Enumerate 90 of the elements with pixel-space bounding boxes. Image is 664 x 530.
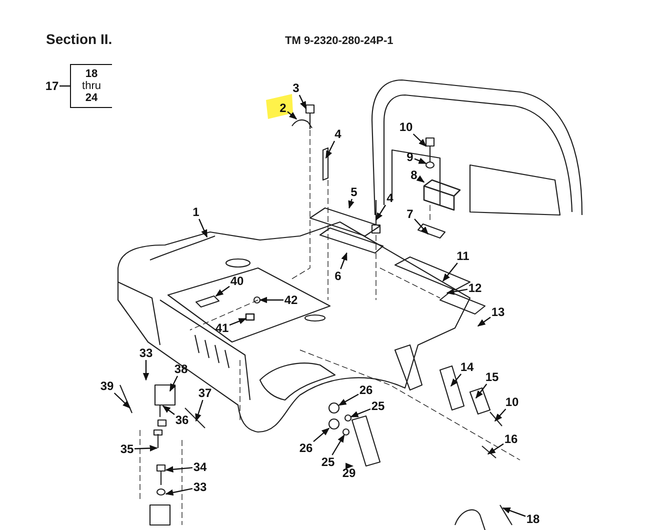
callout-number: 10 bbox=[504, 395, 520, 409]
callout-number: 26 bbox=[358, 383, 374, 397]
section-heading: Section II. bbox=[46, 32, 112, 48]
callout-number: 17 bbox=[44, 79, 60, 93]
callout-number: 35 bbox=[119, 442, 135, 456]
leader-line bbox=[325, 140, 336, 159]
connector-line bbox=[313, 428, 330, 442]
callout-number: 1 bbox=[192, 205, 200, 219]
callout-number: 14 bbox=[459, 360, 475, 374]
callout-number: 36 bbox=[174, 413, 190, 427]
hinge-plate bbox=[351, 415, 381, 467]
connector-line bbox=[350, 408, 371, 418]
callout-number: 34 bbox=[192, 460, 208, 474]
connector-line bbox=[416, 175, 425, 183]
hook-bracket bbox=[292, 119, 312, 128]
leader-line bbox=[195, 400, 204, 422]
callout-number: 42 bbox=[283, 293, 299, 307]
leader-line bbox=[477, 316, 491, 326]
connector-line bbox=[298, 94, 307, 110]
callout-number: 37 bbox=[197, 386, 213, 400]
callout-number: 40 bbox=[229, 274, 245, 288]
callout-number: 11 bbox=[456, 249, 470, 263]
leader-line bbox=[494, 408, 506, 422]
callout-number: 25 bbox=[370, 399, 386, 413]
part-range-bracket: 18 thru 24 bbox=[70, 64, 112, 108]
washer bbox=[328, 402, 340, 414]
callout-number: 10 bbox=[398, 120, 414, 134]
connector-line bbox=[338, 394, 359, 406]
callout-number: 29 bbox=[341, 466, 357, 480]
washer bbox=[328, 418, 340, 430]
connector-line bbox=[412, 134, 427, 147]
callout-number: 33 bbox=[138, 346, 154, 360]
bolt bbox=[425, 137, 435, 163]
connector-line bbox=[346, 462, 354, 469]
leader-line bbox=[165, 488, 193, 496]
mounting-plate bbox=[319, 227, 384, 254]
connector-line bbox=[287, 111, 298, 120]
washer bbox=[425, 161, 435, 169]
washer bbox=[344, 414, 352, 422]
leader-line bbox=[165, 466, 193, 473]
leader-line bbox=[476, 384, 488, 399]
leader-line bbox=[142, 360, 150, 381]
connector-line bbox=[259, 296, 284, 304]
callout-number: 4 bbox=[334, 127, 342, 141]
leader-line bbox=[134, 445, 158, 452]
connector-line bbox=[215, 286, 230, 296]
connector-line bbox=[60, 85, 70, 87]
leader-line bbox=[114, 392, 131, 409]
callout-number: 3 bbox=[292, 81, 300, 95]
callout-number: 7 bbox=[406, 207, 414, 221]
washer bbox=[253, 296, 261, 304]
spacer-block bbox=[423, 179, 461, 211]
callout-number: 39 bbox=[99, 379, 115, 393]
callout-number: 25 bbox=[320, 455, 336, 469]
callout-number: 6 bbox=[334, 269, 342, 283]
callout-number: 38 bbox=[173, 362, 189, 376]
callout-number: 9 bbox=[406, 150, 414, 164]
leader-line bbox=[446, 288, 468, 295]
leader-line bbox=[376, 204, 386, 221]
callout-number: 16 bbox=[503, 432, 519, 446]
leader-line bbox=[487, 443, 504, 454]
callout-number: 2 bbox=[278, 101, 288, 115]
leader-line bbox=[450, 374, 462, 387]
leader-line bbox=[442, 262, 458, 282]
mounting-plate bbox=[309, 207, 381, 237]
callout-number: 26 bbox=[298, 441, 314, 455]
callout-number: 8 bbox=[410, 168, 418, 182]
callout-number: 13 bbox=[490, 305, 506, 319]
callout-number: 18 bbox=[525, 512, 541, 526]
leader-line bbox=[414, 218, 429, 235]
callout-number: 12 bbox=[467, 281, 483, 295]
nut bbox=[245, 313, 255, 321]
leader-line bbox=[162, 406, 175, 415]
leader-line bbox=[198, 218, 208, 238]
connector-line bbox=[414, 158, 427, 164]
connector-line bbox=[348, 198, 354, 209]
callout-number: 15 bbox=[484, 370, 500, 384]
manual-number: TM 9-2320-280-24P-1 bbox=[285, 35, 394, 48]
callout-number: 5 bbox=[350, 185, 358, 199]
callout-number: 4 bbox=[386, 191, 394, 205]
connector-line bbox=[332, 434, 345, 456]
bolt bbox=[305, 104, 315, 130]
callout-number: 41 bbox=[214, 321, 230, 335]
washer bbox=[342, 428, 350, 436]
connector-line bbox=[229, 318, 247, 326]
leader-line bbox=[502, 507, 526, 517]
mounting-plate bbox=[195, 295, 220, 308]
leader-line bbox=[169, 376, 178, 392]
connector-line bbox=[340, 252, 348, 270]
callout-number: 33 bbox=[192, 480, 208, 494]
